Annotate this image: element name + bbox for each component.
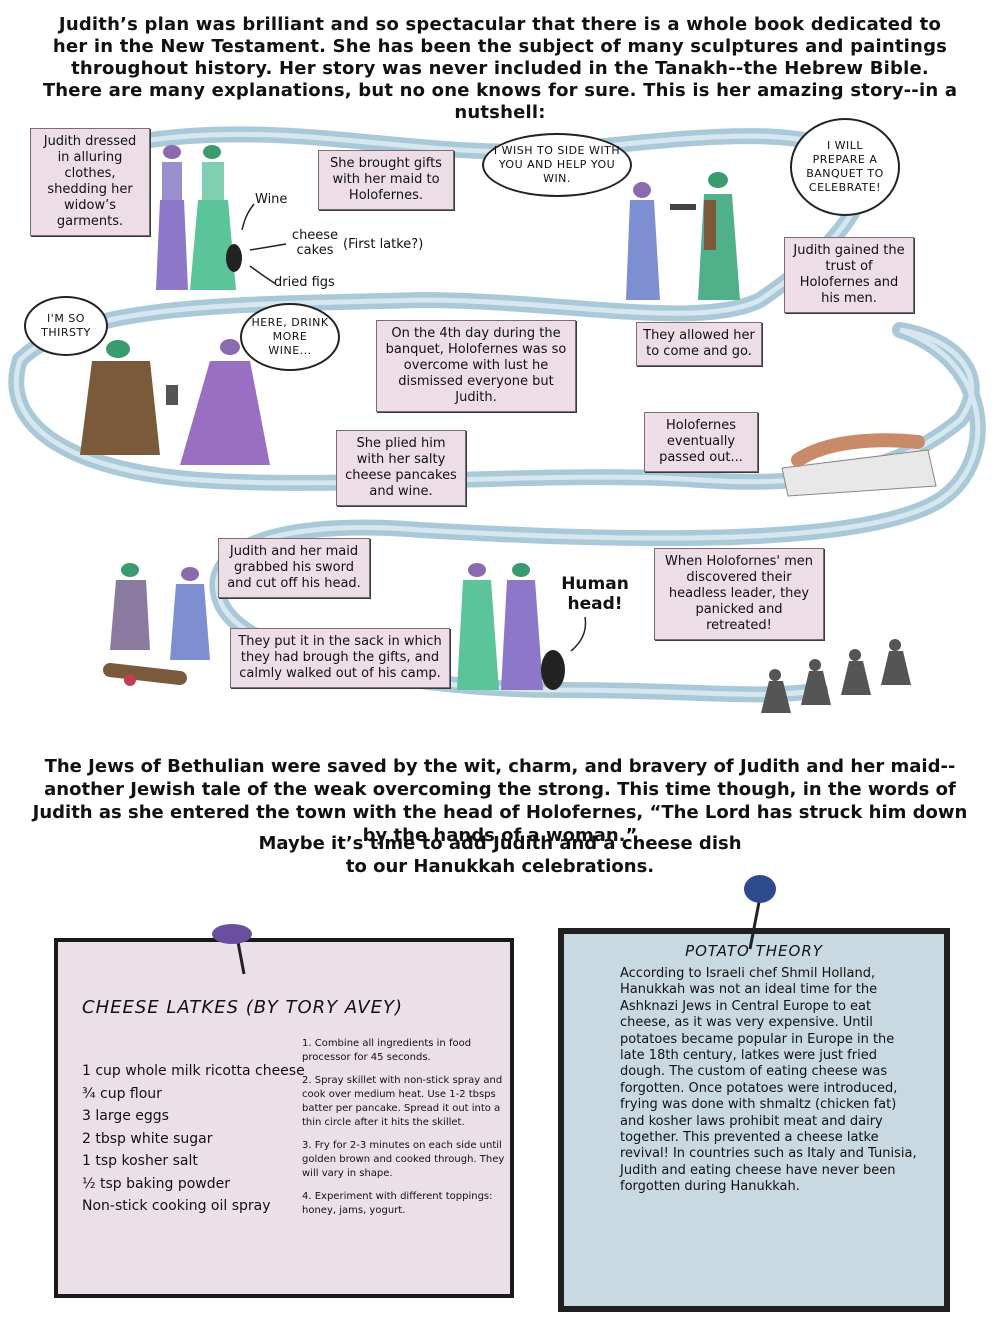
- recipe-step: 1. Combine all ingredients in food proce…: [302, 1038, 472, 1063]
- caption-fourth-day: On the 4th day during the banquet, Holof…: [376, 320, 576, 412]
- gift-label-cheese-cakes: cheese cakes: [291, 228, 339, 258]
- story-path-river: [8, 126, 986, 703]
- caption-retreat: When Holofornes' men discovered their he…: [654, 548, 824, 640]
- hanukkah-suggestion: Maybe it’s time to add Judith and a chee…: [258, 833, 742, 877]
- recipe-card: CHEESE LATKES (BY TORY AVEY) 1 cup whole…: [54, 938, 514, 1298]
- ingredient-item: ½ tsp baking powder: [82, 1175, 230, 1192]
- recipe-steps: 1. Combine all ingredients in food proce…: [302, 1037, 512, 1227]
- caption-dressed: Judith dressed in alluring clothes, shed…: [30, 128, 150, 236]
- arrow-icon: [570, 616, 587, 652]
- gift-label-dried-figs: dried figs: [274, 275, 335, 290]
- ingredient-item: 1 tsp kosher salt: [82, 1153, 198, 1169]
- caption-sack: They put it in the sack in which they ha…: [230, 628, 450, 688]
- ingredient-item: Non-stick cooking oil spray: [82, 1198, 271, 1214]
- recipe-step: 3. Fry for 2-3 minutes on each side unti…: [302, 1140, 505, 1179]
- caption-sword: Judith and her maid grabbed his sword an…: [218, 538, 370, 598]
- recipe-step: 2. Spray skillet with non-stick spray an…: [302, 1075, 503, 1128]
- recipe-step: 4. Experiment with different toppings: h…: [302, 1191, 493, 1216]
- pushpin-icon: [212, 924, 252, 975]
- ingredient-item: 3 large eggs: [82, 1108, 169, 1124]
- judith-and-maid-illustration: [156, 145, 242, 290]
- speech-bubble-thirsty: I'M SO THIRSTY: [24, 296, 108, 356]
- recipe-title: CHEESE LATKES (BY TORY AVEY): [82, 997, 404, 1018]
- pushpin-icon: [744, 875, 776, 950]
- caption-passed-out: Holofernes eventually passed out...: [644, 412, 758, 472]
- potato-theory-body: According to Israeli chef Shmil Holland,…: [620, 966, 917, 1195]
- gift-label-first-latke: (First latke?): [343, 237, 424, 252]
- intro-paragraph: Judith’s plan was brilliant and so spect…: [42, 14, 958, 123]
- speech-bubble-wish: I WISH TO SIDE WITH YOU AND HELP YOU WIN…: [482, 133, 632, 197]
- conclusion-paragraph: The Jews of Bethulian were saved by the …: [32, 756, 968, 846]
- human-head-label: Human head!: [561, 574, 629, 614]
- ingredient-item: 2 tbsp white sugar: [82, 1130, 213, 1147]
- caption-gifts: She brought gifts with her maid to Holof…: [318, 150, 454, 210]
- judith-meeting-holofernes-illustration: [626, 172, 740, 300]
- beheading-illustration: [103, 563, 210, 686]
- caption-allowed: They allowed her to come and go.: [636, 322, 762, 366]
- ingredient-list: 1 cup whole milk ricotta cheese ¾ cup fl…: [82, 1060, 312, 1218]
- ingredient-item: ¾ cup flour: [82, 1085, 162, 1102]
- potato-theory-title: POTATO THEORY: [685, 942, 823, 960]
- retreating-soldiers-illustration: [761, 639, 911, 713]
- holofernes-passed-out-illustration: [781, 433, 937, 497]
- potato-theory-card: POTATO THEORY According to Israeli chef …: [558, 928, 950, 1312]
- gift-label-wine: Wine: [255, 192, 288, 207]
- ingredient-item: 1 cup whole milk ricotta cheese: [82, 1063, 305, 1079]
- holofernes-drinking-illustration: [80, 339, 270, 465]
- caption-trust: Judith gained the trust of Holofernes an…: [784, 237, 914, 313]
- judith-leaving-camp-illustration: [457, 563, 565, 690]
- speech-bubble-drink: HERE, DRINK MORE WINE...: [240, 303, 340, 371]
- arrow-icon: [241, 203, 287, 285]
- caption-plied: She plied him with her salty cheese panc…: [336, 430, 466, 506]
- speech-bubble-banquet: I WILL PREPARE A BANQUET TO CELEBRATE!: [790, 118, 900, 216]
